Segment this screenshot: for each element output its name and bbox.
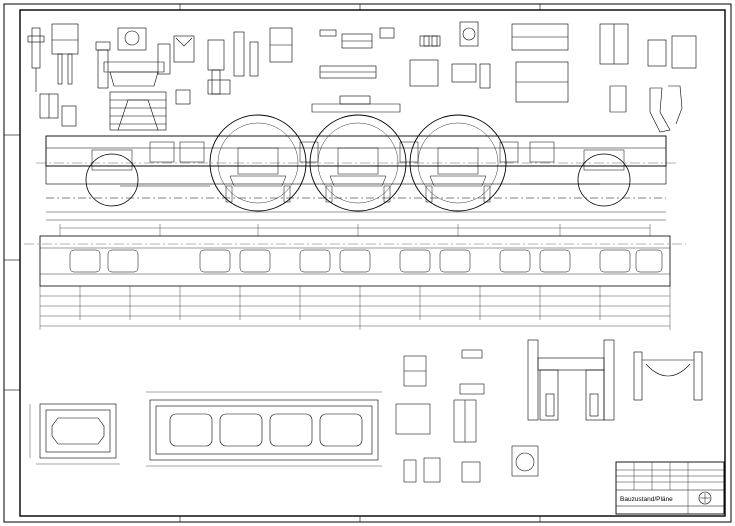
frame-section-middle — [146, 391, 382, 467]
locomotive-side-view — [36, 114, 676, 212]
trailing-wheel — [577, 153, 631, 207]
detail-parts-bottom-middle — [395, 349, 539, 483]
sheet-border — [3, 3, 732, 523]
detail-parts-top-left — [27, 23, 293, 131]
frame-plan-view — [24, 211, 686, 330]
assembly-end-view — [527, 339, 703, 421]
company-logo-icon — [698, 491, 712, 505]
frame-section-left — [29, 403, 120, 465]
detail-parts-top-middle — [311, 21, 697, 133]
leading-wheel — [85, 153, 139, 207]
drawing-title: Bauzustand/Pläne — [620, 496, 673, 503]
title-block: Bauzustand/Pläne — [615, 461, 725, 515]
